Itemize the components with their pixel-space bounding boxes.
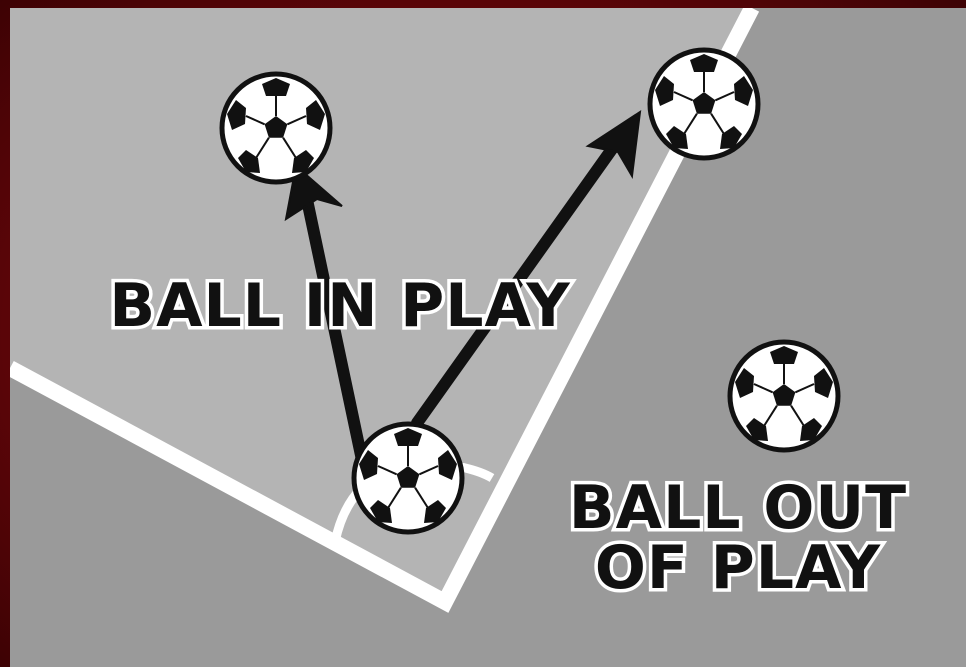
- soccer-ball-icon: [354, 424, 462, 532]
- ball-in-play-label: BALL IN PLAY: [109, 271, 571, 341]
- soccer-ball-icon: [650, 50, 758, 158]
- ball-in-out-of-play-diagram: BALL IN PLAY BALL OUT OF PLAY: [10, 8, 966, 667]
- ball-out-of-play-label-line2: OF PLAY: [595, 533, 882, 603]
- soccer-ball-icon: [730, 342, 838, 450]
- soccer-ball-icon: [222, 74, 330, 182]
